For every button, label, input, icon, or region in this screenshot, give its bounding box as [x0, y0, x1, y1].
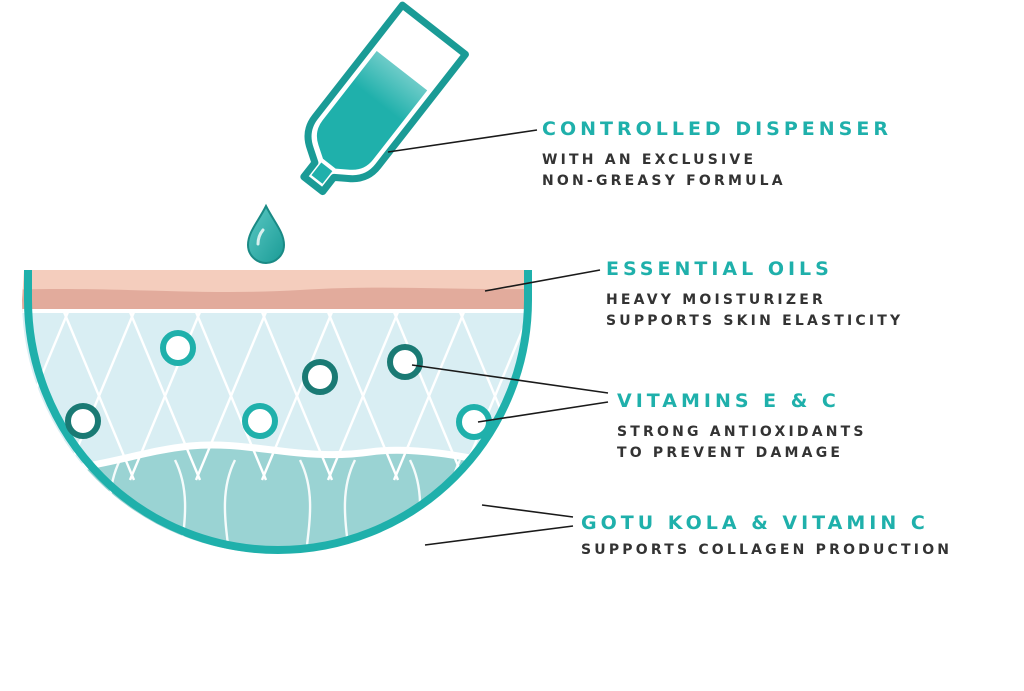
droplet-highlight	[256, 228, 265, 246]
lattice-line	[524, 311, 529, 481]
callout-line: WITH AN EXCLUSIVE	[542, 152, 757, 168]
vitamin-ring-icon	[456, 404, 492, 440]
callout-line: SUPPORTS COLLAGEN PRODUCTION	[581, 542, 953, 558]
callout-line: SUPPORTS SKIN ELASTICITY	[606, 313, 904, 329]
callout-heading: ESSENTIAL OILS	[606, 258, 833, 280]
vitamin-ring-icon	[65, 403, 101, 439]
callout-gotu-kola: GOTU KOLA & VITAMIN C SUPPORTS COLLAGEN …	[581, 512, 952, 561]
collagen-fiber	[173, 459, 192, 554]
vitamin-ring-icon	[387, 344, 423, 380]
droplet-icon	[246, 203, 286, 264]
leader-line-dispenser	[387, 129, 538, 153]
leader-line-gotu-2	[424, 525, 574, 546]
vitamin-ring-icon	[160, 330, 196, 366]
leader-line-vitamins-1	[411, 364, 609, 394]
dermis-layer	[22, 300, 529, 475]
vitamin-ring-icon	[302, 359, 338, 395]
callout-controlled-dispenser: CONTROLLED DISPENSER WITH AN EXCLUSIVE N…	[542, 118, 892, 192]
vitamin-ring-icon	[242, 403, 278, 439]
epidermis-separator	[22, 309, 529, 313]
callout-heading: GOTU KOLA & VITAMIN C	[581, 512, 929, 534]
dermis-wave-border	[22, 441, 529, 479]
bowl-outline	[24, 270, 532, 554]
lattice-line	[0, 312, 2, 480]
lattice-line	[524, 311, 529, 481]
collagen-fiber	[58, 459, 77, 554]
collagen-fiber	[408, 459, 427, 554]
deep-layer	[22, 440, 529, 554]
collagen-fiber	[503, 459, 522, 554]
leader-line-vitamins-2	[477, 401, 609, 423]
leader-lines	[387, 129, 609, 546]
callout-line: TO PREVENT DAMAGE	[617, 445, 844, 461]
leader-line-gotu-1	[481, 504, 574, 518]
callout-heading: VITAMINS E & C	[617, 390, 840, 412]
collagen-fiber	[338, 459, 357, 554]
dispenser-bottle-icon	[300, 1, 469, 196]
callout-vitamins-e-c: VITAMINS E & C STRONG ANTIOXIDANTS TO PR…	[617, 390, 867, 464]
callout-heading: CONTROLLED DISPENSER	[542, 118, 892, 140]
callout-line: STRONG ANTIOXIDANTS	[617, 424, 867, 440]
collagen-fiber	[218, 459, 237, 554]
vitamin-rings	[65, 330, 492, 440]
epidermis-top	[22, 270, 529, 292]
lattice-line	[0, 312, 2, 480]
callout-line: HEAVY MOISTURIZER	[606, 292, 826, 308]
epidermis-bottom	[22, 287, 529, 312]
callout-line: NON-GREASY FORMULA	[542, 173, 786, 189]
leader-line-oils	[484, 269, 601, 292]
callout-essential-oils: ESSENTIAL OILS HEAVY MOISTURIZER SUPPORT…	[606, 258, 903, 332]
lattice-line	[194, 311, 268, 481]
collagen-fiber	[298, 459, 317, 554]
collagen-fiber	[443, 459, 462, 554]
